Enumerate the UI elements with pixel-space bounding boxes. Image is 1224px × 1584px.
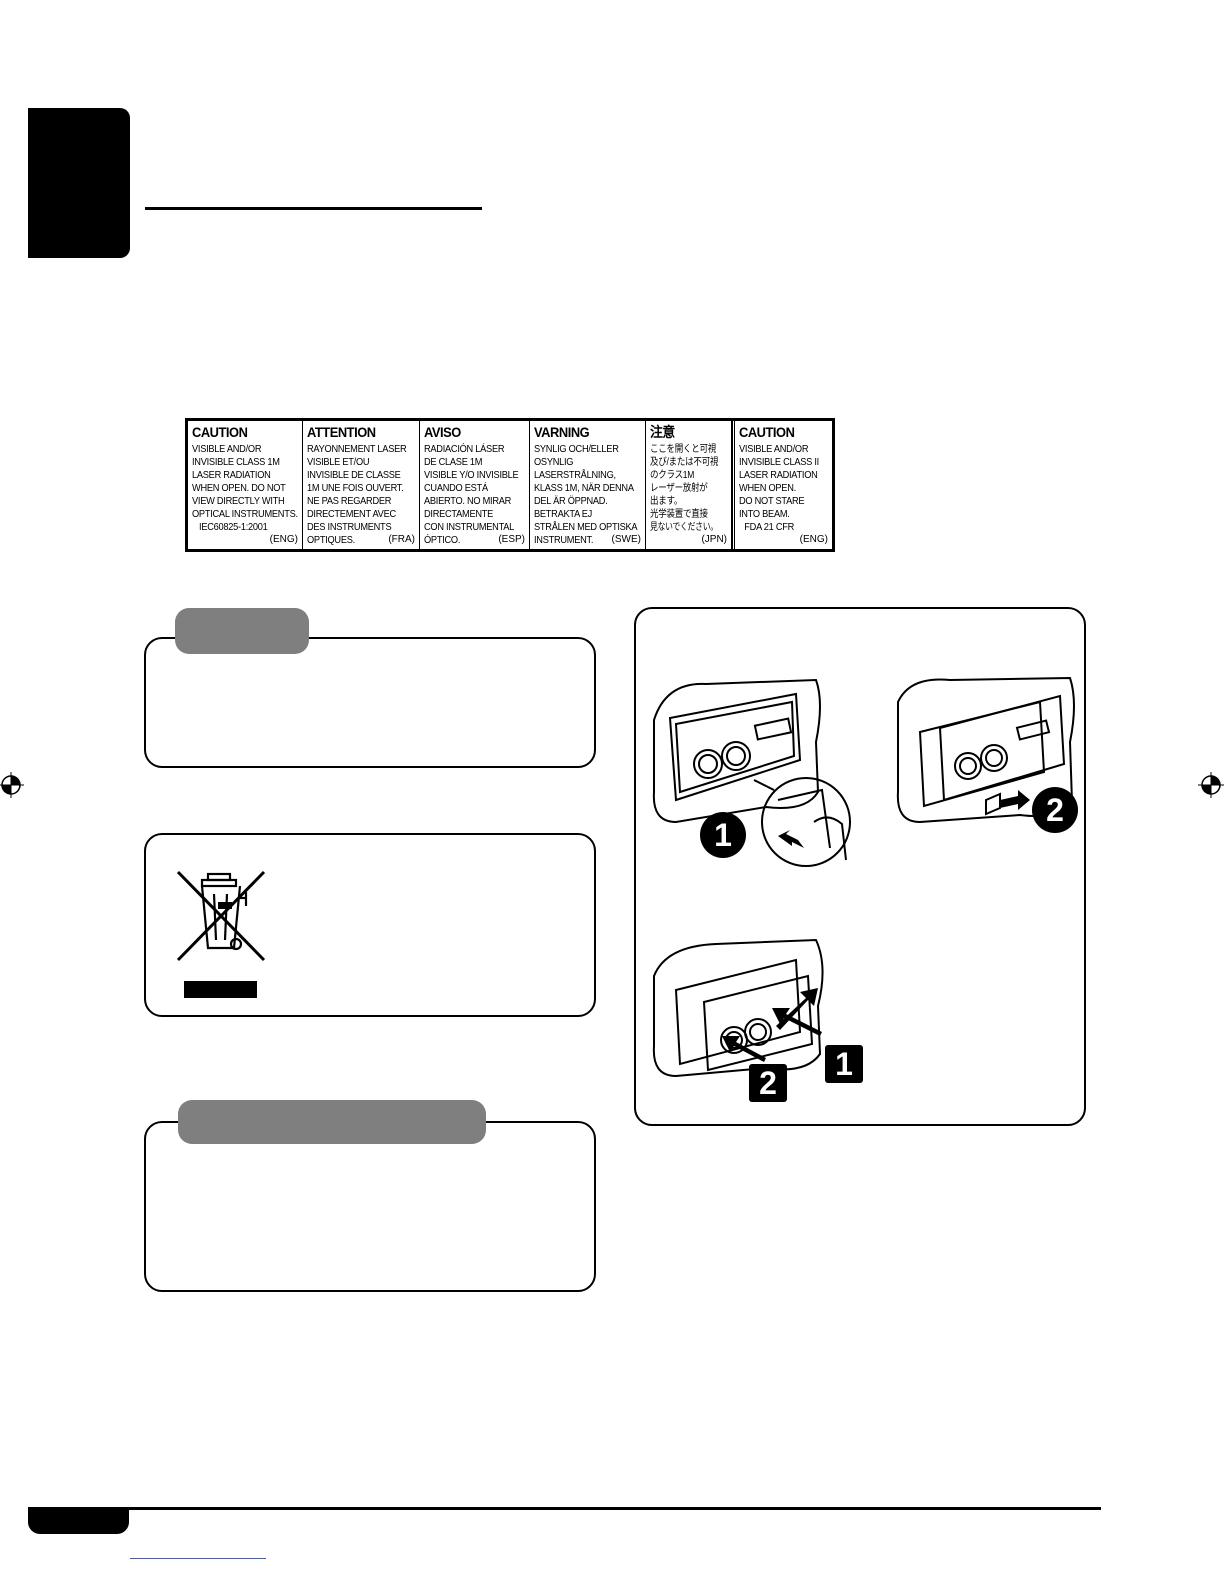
label-line: DO NOT STARE [739,495,805,507]
detach-panel-step-1-illustration [652,678,851,867]
label-line: OPTIQUES. [307,534,355,546]
label-line: VIEW DIRECTLY WITH [192,495,285,507]
registration-mark-icon [1198,772,1224,798]
label-line: DEL ÄR ÖPPNAD. [534,495,608,507]
attach-step-2-badge: 2 [749,1064,787,1102]
label-line: LASER RADIATION [192,469,271,481]
label-line: 出ます。 [650,496,683,507]
panel-illustration-box [634,607,1086,1126]
label-line: ここを開くと可視 [650,444,716,455]
label-line: RAYONNEMENT LASER [307,443,407,455]
label-line: DIRECTAMENTE [424,508,494,520]
label-line: のクラス1M [650,470,695,481]
title-underline [145,207,482,210]
label-line: DIRECTEMENT AVEC [307,508,396,520]
notice-box-1 [144,637,596,768]
notice-box-3 [144,1121,596,1292]
label-line: 光学装置で直接 [650,509,708,520]
column-heading: ATTENTION [307,424,376,440]
label-line: INVISIBLE CLASS II [739,456,819,468]
label-line: CON INSTRUMENTAL [424,521,515,533]
label-line: NE PAS REGARDER [307,495,392,507]
registration-mark-icon [0,772,24,798]
label-line: 及び/または不可視 [650,457,719,468]
attach-panel-illustration [652,938,824,1078]
label-line: RADIACIÓN LÁSER [424,443,505,455]
label-line: BETRAKTA EJ [534,508,593,520]
column-heading: CAUTION [192,424,248,440]
label-line: DES INSTRUMENTS [307,521,392,533]
label-line: LASERSTRÅLNING, [534,469,616,481]
label-line: KLASS 1M, NÄR DENNA [534,482,634,494]
label-line: VISIBLE AND/OR [192,443,262,455]
label-line: 見ないでください。 [650,522,718,533]
detach-panel-step-2-illustration [896,676,1075,824]
page-number-tab [28,1510,129,1534]
laser-caution-label: CAUTION VISIBLE AND/OR INVISIBLE CLASS 1… [185,418,835,552]
label-line: STRÅLEN MED OPTISKA [534,521,638,533]
label-line: FDA 21 CFR [744,521,795,533]
language-code: (FRA) [388,534,415,545]
label-line: VISIBLE Y/O INVISIBLE [424,469,519,481]
caution-column-swe: VARNING SYNLIG OCH/ELLER OSYNLIG LASERST… [530,421,646,549]
label-line: レーザー放射が [650,483,708,494]
column-heading: CAUTION [739,424,795,440]
label-line: WHEN OPEN. DO NOT [192,482,286,494]
crossed-out-wheelie-bin-icon [176,870,266,962]
label-line: LASER RADIATION [739,469,818,481]
black-bar-symbol [184,981,257,998]
label-line: ABIERTO. NO MIRAR [424,495,512,507]
label-line: DE CLASE 1M [424,456,483,468]
caution-column-jpn: 注意 ここを開くと可視 及び/または不可視 のクラス1M レーザー放射が 出ます… [646,421,732,549]
footer-rule [28,1507,1101,1510]
column-heading: AVISO [424,424,461,440]
label-line: INTO BEAM. [739,508,790,520]
label-line: WHEN OPEN. [739,482,796,494]
language-code: (ENG) [269,534,298,545]
label-line: SYNLIG OCH/ELLER [534,443,619,455]
label-line: INVISIBLE DE CLASSE [307,469,401,481]
caution-column-eng: CAUTION VISIBLE AND/OR INVISIBLE CLASS 1… [188,421,303,549]
label-line: INVISIBLE CLASS 1M [192,456,280,468]
notice-box-3-tab [178,1100,486,1144]
caution-column-esp: AVISO RADIACIÓN LÁSER DE CLASE 1M VISIBL… [420,421,530,549]
language-code: (ESP) [498,534,525,545]
label-line: OSYNLIG [534,456,574,468]
label-line: ÓPTICO. [424,534,461,546]
label-line: 1M UNE FOIS OUVERT. [307,482,404,494]
language-code: (SWE) [611,534,641,545]
label-line: IEC60825-1:2001 [199,521,268,533]
step-2-badge: 2 [1032,787,1078,833]
step-1-badge: 1 [700,812,746,858]
label-line: VISIBLE AND/OR [739,443,809,455]
attach-step-1-badge: 1 [825,1045,863,1083]
notice-box-1-tab [175,608,309,654]
column-heading: VARNING [534,424,590,440]
language-code: (JPN) [701,534,727,545]
language-tab [28,108,130,258]
column-heading: 注意 [650,424,675,440]
caution-column-eng-fda: CAUTION VISIBLE AND/OR INVISIBLE CLASS I… [732,421,832,549]
language-code: (ENG) [799,534,828,545]
label-line: OPTICAL INSTRUMENTS. [192,508,298,520]
caution-column-fra: ATTENTION RAYONNEMENT LASER VISIBLE ET/O… [303,421,420,549]
label-line: CUANDO ESTÁ [424,482,488,494]
footer-underline [130,1558,266,1559]
label-line: VISIBLE ET/OU [307,456,370,468]
label-line: INSTRUMENT. [534,534,594,546]
